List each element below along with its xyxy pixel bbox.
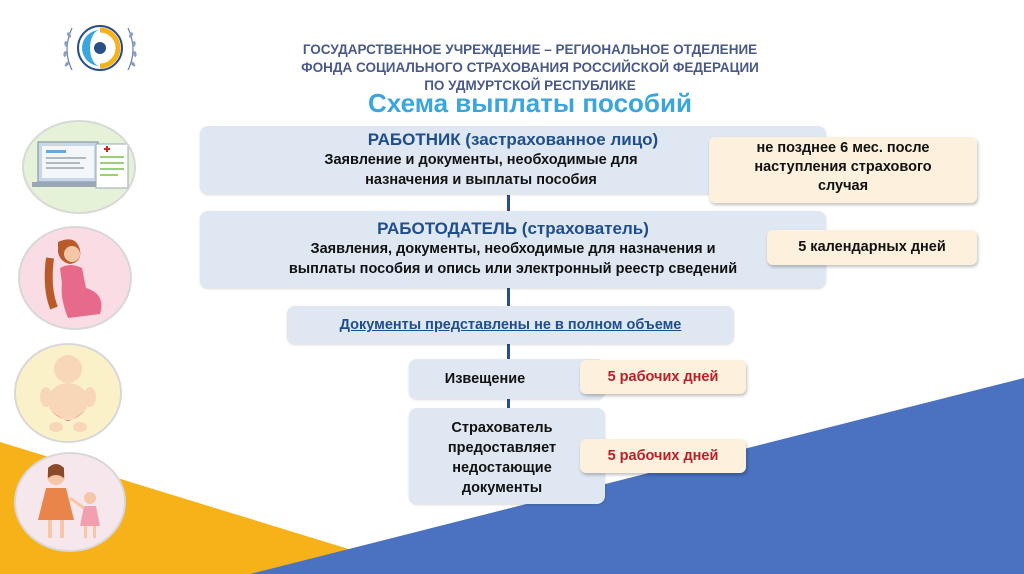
deadline-worker-note: не позднее 6 мес. после наступления стра…	[709, 137, 977, 203]
deadline-provides-label: 5 рабочих дней	[607, 448, 719, 464]
deadline-notice-label: 5 рабочих дней	[607, 369, 719, 385]
deadline-worker-line-3: случая	[817, 178, 869, 194]
pregnant-woman-icon	[18, 226, 132, 330]
provides-step-line-3: недостающие	[452, 460, 552, 476]
header-line-1: ГОСУДАРСТВЕННОЕ УЧРЕЖДЕНИЕ – РЕГИОНАЛЬНО…	[302, 42, 758, 57]
page-title: Схема выплаты пособий	[368, 88, 692, 118]
provides-step-line-4: документы	[461, 480, 543, 496]
employer-step-line-1: Заявления, документы, необходимые для на…	[310, 241, 716, 257]
deadline-employer-note: 5 календарных дней	[767, 230, 977, 265]
employer-step-line-2: выплаты пособия и опись или электронный …	[288, 261, 738, 277]
baby-icon	[14, 343, 122, 443]
deadline-notice-note: 5 рабочих дней	[580, 360, 746, 394]
employer-step-head: РАБОТОДАТЕЛЬ (страхователь)	[377, 219, 649, 238]
mother-child-icon	[14, 452, 126, 552]
incomplete-docs-box: Документы представлены не в полном объем…	[287, 306, 734, 344]
fss-logo-icon	[52, 8, 148, 92]
worker-step-line-2: назначения и выплаты пособия	[365, 172, 597, 188]
header-line-3: ПО УДМУРТСКОЙ РЕСПУБЛИКЕ	[424, 78, 636, 93]
header-line-2: ФОНДА СОЦИАЛЬНОГО СТРАХОВАНИЯ РОССИЙСКОЙ…	[301, 60, 759, 75]
deadline-provides-note: 5 рабочих дней	[580, 439, 746, 473]
provides-step-line-1: Страхователь	[451, 420, 553, 436]
provides-step-line-2: предоставляет	[447, 440, 557, 456]
employer-step-box: РАБОТОДАТЕЛЬ (страхователь) Заявления, д…	[200, 211, 826, 288]
provides-step-box: Страхователь предоставляет недостающие д…	[409, 408, 605, 504]
computer-form-icon	[22, 120, 136, 214]
worker-step-line-1: Заявление и документы, необходимые для	[324, 152, 638, 168]
incomplete-docs-link[interactable]: Документы представлены не в полном объем…	[339, 317, 682, 333]
deadline-worker-line-1: не позднее 6 мес. после	[756, 140, 930, 156]
notice-step-label: Извещение	[444, 371, 526, 387]
notice-step-box: Извещение	[409, 359, 605, 399]
worker-step-head: РАБОТНИК (застрахованное лицо)	[367, 130, 659, 149]
deadline-employer-label: 5 календарных дней	[798, 239, 946, 255]
deadline-worker-line-2: наступления страхового	[754, 159, 932, 175]
